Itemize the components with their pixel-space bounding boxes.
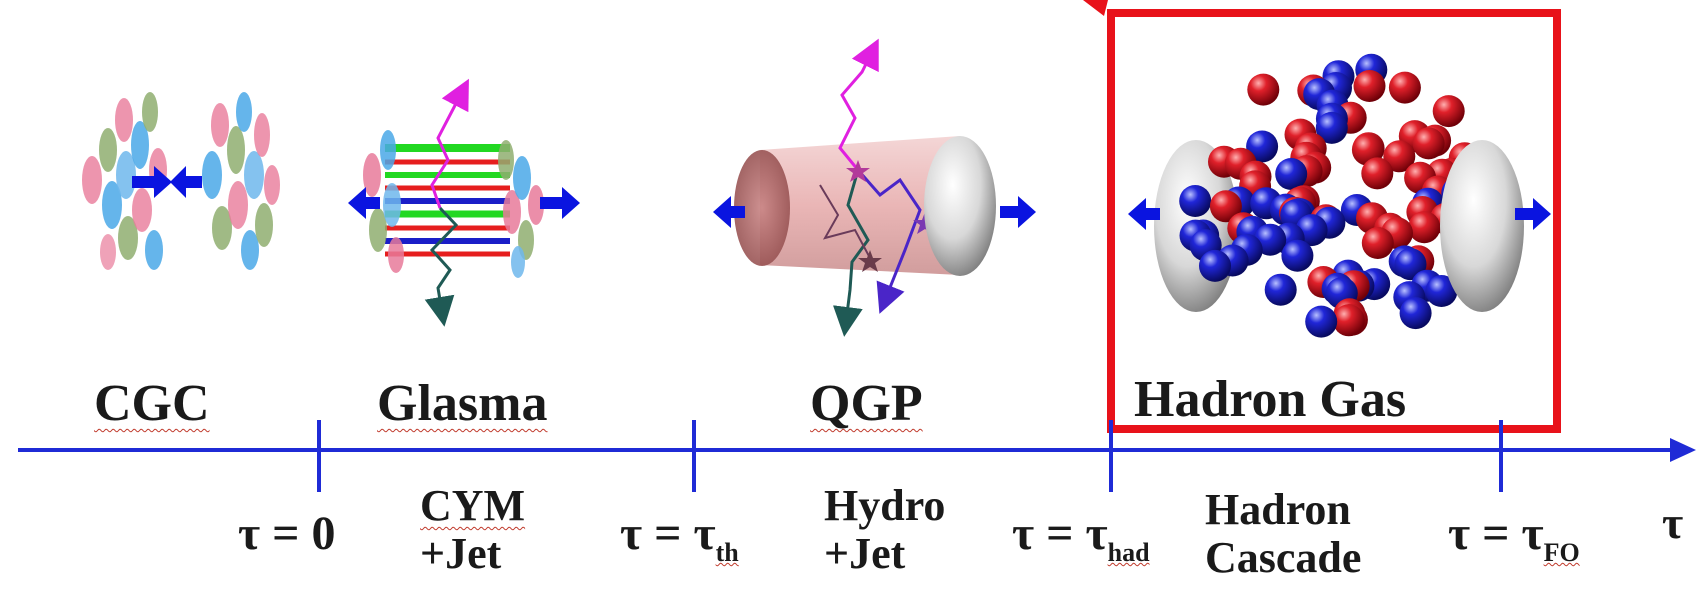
blue-hadron-sphere <box>1394 248 1427 281</box>
glasma-arrow-left <box>348 187 380 219</box>
tick-prefix: τ = <box>1448 507 1522 560</box>
red-hadron-sphere <box>1332 304 1365 337</box>
stage-label-qgp: QGP <box>810 375 923 432</box>
highlight-pointer-arrow <box>1083 0 1108 16</box>
model-line-1: CYM <box>420 481 526 530</box>
red-hadron-sphere <box>1383 140 1416 173</box>
cgc-illustration <box>82 92 280 270</box>
qgp-arrow-left <box>713 196 745 228</box>
hadron-arrow-left <box>1128 198 1160 230</box>
glasma-nucleus-left <box>363 130 404 273</box>
glasma-magenta-jet <box>430 78 469 209</box>
qgp-star-3 <box>858 250 882 272</box>
time-axis-label: τ <box>1662 497 1684 548</box>
model-line-2: +Jet <box>420 529 502 578</box>
tick-label-tau-0: τ = 0 <box>238 510 335 558</box>
model-line-2: +Jet <box>824 529 906 578</box>
tick-label-tau-fo: τ = τFO <box>1448 510 1580 566</box>
qgp-front-cap <box>924 136 996 276</box>
tick-prefix: τ = <box>620 507 694 560</box>
stage-label-cgc: CGC <box>94 375 210 432</box>
hadron-gas-highlight-box <box>1107 9 1561 433</box>
qgp-magenta-jet <box>838 38 879 171</box>
tick-value: τ <box>1521 507 1544 560</box>
blue-hadron-sphere <box>1264 273 1297 306</box>
cgc-nucleus-left <box>82 92 167 270</box>
stage-label-hadron-gas: Hadron Gas <box>1134 371 1407 428</box>
model-label-hydro: Hydro +Jet <box>824 482 945 578</box>
hadron-arrow-right <box>1515 198 1551 230</box>
blue-hadron-sphere <box>1305 305 1338 338</box>
hadron-right-disk <box>1440 140 1524 312</box>
model-line-1: Hydro <box>824 481 946 530</box>
blue-hadron-sphere <box>1246 130 1279 163</box>
tick-value: τ <box>693 507 716 560</box>
model-line-1: Hadron <box>1205 485 1351 534</box>
cgc-arrow-right <box>132 166 172 198</box>
red-hadron-sphere <box>1247 73 1280 106</box>
glasma-field-lines <box>385 144 510 257</box>
blue-hadron-sphere <box>1199 249 1231 282</box>
qgp-purple-jet <box>856 169 922 314</box>
blue-hadron-sphere <box>1425 275 1458 307</box>
glasma-teal-jet <box>424 206 459 327</box>
glasma-arrow-right <box>540 187 580 219</box>
tick-subscript: th <box>715 538 739 567</box>
red-hadron-sphere <box>1209 190 1242 223</box>
tick-label-tau-th: τ = τth <box>620 510 739 566</box>
red-hadron-sphere <box>1412 127 1445 160</box>
qgp-teal-jet <box>832 169 870 337</box>
cgc-nucleus-right <box>202 92 280 270</box>
blue-hadron-sphere <box>1281 239 1314 272</box>
red-hadron-sphere <box>1432 95 1465 128</box>
blue-hadron-sphere <box>1399 297 1432 330</box>
blue-hadron-sphere <box>1315 111 1348 144</box>
qgp-back-cap <box>734 150 790 266</box>
tick-prefix: τ = <box>238 507 312 560</box>
model-label-cym: CYM +Jet <box>420 482 525 578</box>
tick-subscript: FO <box>1543 538 1580 567</box>
tick-label-tau-had: τ = τhad <box>1012 510 1150 566</box>
qgp-star-1 <box>846 160 870 182</box>
red-hadron-sphere <box>1361 227 1394 259</box>
qgp-arrow-right <box>1000 196 1036 228</box>
red-hadron-sphere <box>1353 70 1386 102</box>
tick-prefix: τ = <box>1012 507 1086 560</box>
tick-value: 0 <box>311 507 336 560</box>
stage-label-glasma: Glasma <box>377 375 548 432</box>
red-hadron-sphere <box>1388 71 1421 104</box>
cgc-arrow-left <box>170 166 202 198</box>
red-hadron-sphere <box>1408 211 1441 244</box>
qgp-illustration <box>713 38 1036 337</box>
glasma-illustration <box>348 78 580 327</box>
qgp-inner-path <box>819 184 871 259</box>
model-line-2: Cascade <box>1205 533 1362 582</box>
hadron-gas-illustration <box>1128 53 1551 338</box>
red-hadron-sphere <box>1361 157 1394 190</box>
time-axis-arrowhead <box>1670 438 1696 462</box>
tick-value: τ <box>1085 507 1108 560</box>
model-label-cascade: Hadron Cascade <box>1205 486 1361 582</box>
tick-subscript: had <box>1107 538 1150 567</box>
blue-hadron-sphere <box>1179 185 1212 217</box>
blue-hadron-sphere <box>1275 158 1308 190</box>
glasma-nucleus-right <box>498 140 544 278</box>
